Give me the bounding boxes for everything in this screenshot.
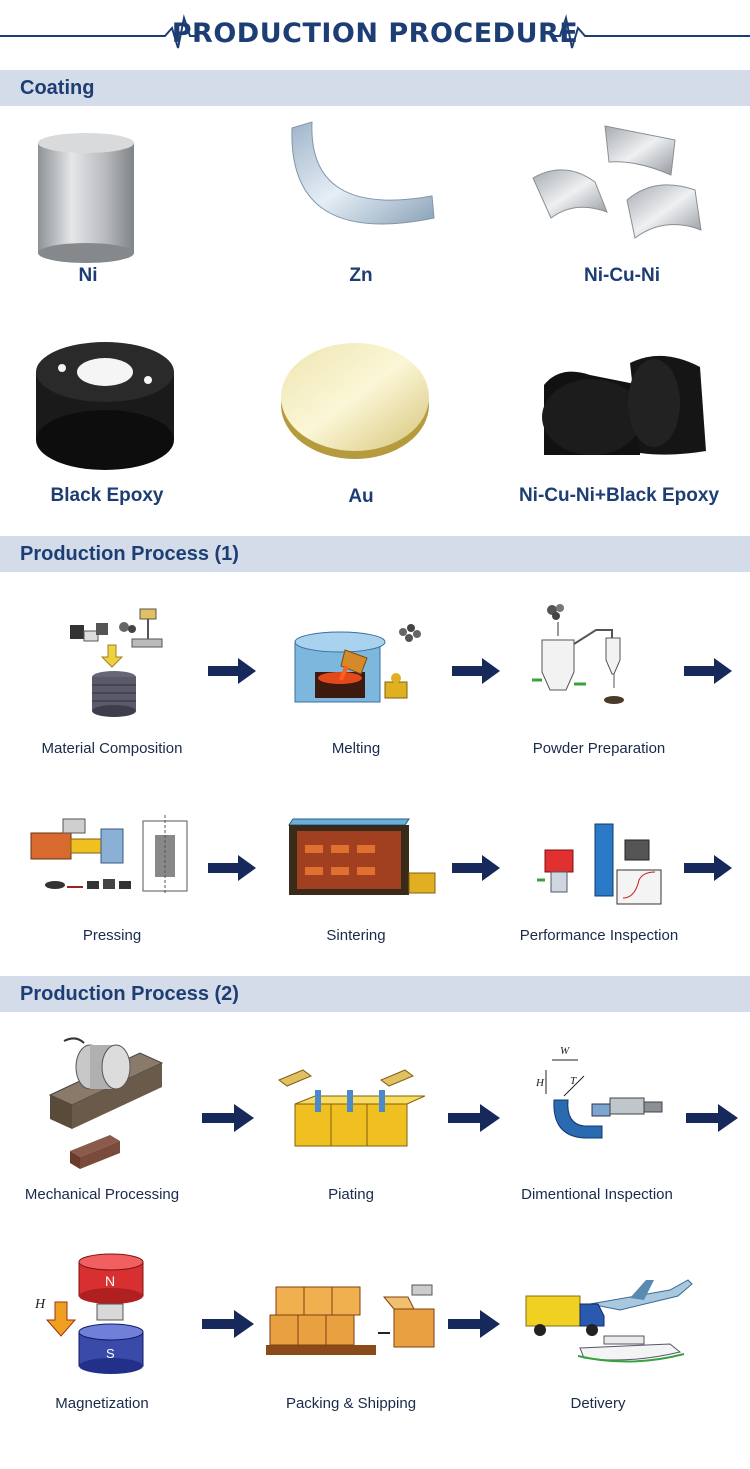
svg-text:S: S xyxy=(106,1346,115,1361)
svg-text:T: T xyxy=(570,1075,577,1087)
arrow-right-icon xyxy=(202,1310,254,1338)
section-bar-coating: Coating xyxy=(0,70,750,106)
process-label-sintering: Sintering xyxy=(326,927,386,944)
zn-arc-image xyxy=(291,121,435,225)
page-header: PRODUCTION PROCEDURE xyxy=(0,0,750,70)
arrow-right-icon xyxy=(448,1104,500,1132)
coating-label-ni-cu-ni: Ni-Cu-Ni xyxy=(584,265,660,286)
process-label-dimentional-inspection: Dimentional Inspection xyxy=(521,1186,673,1203)
process-label-material-composition: Material Composition xyxy=(41,740,183,757)
arrow-right-icon xyxy=(684,855,732,881)
powder-preparation-image xyxy=(532,604,624,704)
process-label-melting: Melting xyxy=(331,740,381,757)
arrow-right-icon xyxy=(452,658,500,684)
process-label-magnetization: Magnetization xyxy=(55,1395,149,1412)
arrow-right-icon xyxy=(452,855,500,881)
process-label-packing-shipping: Packing & Shipping xyxy=(285,1395,417,1412)
process-label-performance-inspection: Performance Inspection xyxy=(519,927,679,944)
process-label-mechanical-processing: Mechanical Processing xyxy=(24,1186,180,1203)
pressing-image xyxy=(30,815,188,895)
page-title: PRODUCTION PROCEDURE xyxy=(171,18,579,49)
delivery-image xyxy=(525,1279,693,1363)
process-label-piating: Piating xyxy=(328,1186,374,1203)
black-epoxy-segments-image xyxy=(542,355,706,455)
packing-shipping-image xyxy=(266,1284,435,1355)
coating-label-zn: Zn xyxy=(349,265,373,286)
sintering-furnace-image xyxy=(288,818,436,895)
process-label-detivery: Detivery xyxy=(570,1395,626,1412)
au-disc-image xyxy=(281,343,429,459)
performance-inspection-image xyxy=(537,823,662,905)
svg-text:W: W xyxy=(560,1045,570,1057)
process-label-powder-preparation: Powder Preparation xyxy=(532,740,666,757)
svg-text:N: N xyxy=(105,1273,115,1289)
arrow-right-icon xyxy=(208,855,256,881)
coating-label-ni-cu-ni-black-epoxy: Ni-Cu-Ni+Black Epoxy xyxy=(518,485,720,506)
section-bar-process-1: Production Process (1) xyxy=(0,536,750,572)
dimentional-inspection-image: W H T xyxy=(535,1045,663,1139)
black-epoxy-ring-image xyxy=(36,342,174,470)
arrow-right-icon xyxy=(448,1310,500,1338)
arrow-right-icon xyxy=(686,1104,738,1132)
svg-text:H: H xyxy=(535,1077,545,1089)
coating-label-black-epoxy: Black Epoxy xyxy=(50,485,164,506)
mechanical-processing-image xyxy=(48,1037,164,1169)
section-title-process-1: Production Process (1) xyxy=(20,543,239,565)
material-composition-image xyxy=(70,608,163,717)
melting-furnace-image xyxy=(294,624,421,703)
coating-label-au: Au xyxy=(348,486,374,507)
arrow-right-icon xyxy=(208,658,256,684)
process-label-pressing: Pressing xyxy=(82,927,142,944)
ni-cylinder-image xyxy=(38,133,134,263)
arrow-right-icon xyxy=(202,1104,254,1132)
section-title-process-2: Production Process (2) xyxy=(20,983,239,1005)
section-title-coating: Coating xyxy=(20,77,95,99)
section-bar-process-2: Production Process (2) xyxy=(0,976,750,1012)
coating-label-ni: Ni xyxy=(78,265,98,286)
svg-text:H: H xyxy=(35,1297,46,1312)
arrow-right-icon xyxy=(684,658,732,684)
magnetization-image: N S H xyxy=(35,1253,144,1374)
plating-tank-image xyxy=(278,1069,425,1147)
ni-cu-ni-arcs-image xyxy=(532,125,702,239)
heartbeat-line-decoration xyxy=(0,14,750,49)
